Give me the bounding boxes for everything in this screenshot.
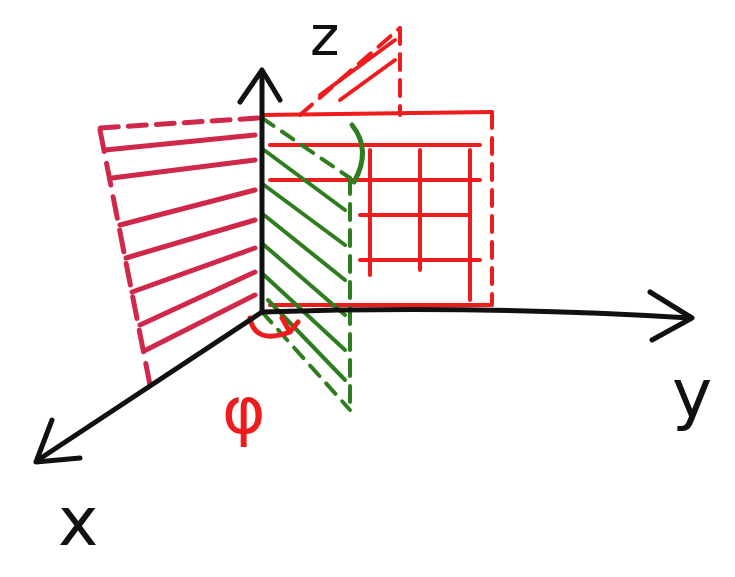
angle-label: φ xyxy=(222,378,266,444)
xz-plane xyxy=(100,118,258,385)
yz-plane xyxy=(262,28,492,305)
axis-label: y xyxy=(672,360,712,428)
phi-plane xyxy=(262,118,363,410)
axis-label: z xyxy=(310,8,339,64)
axis-label: x xyxy=(58,488,98,556)
phi-arc xyxy=(250,318,298,336)
axes xyxy=(36,70,692,462)
